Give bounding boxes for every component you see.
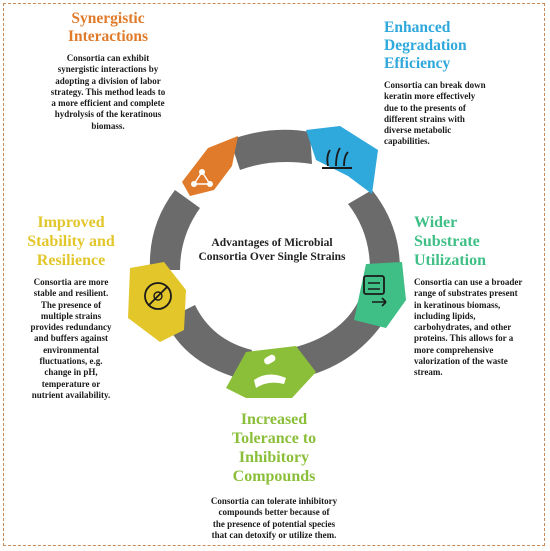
stability-body-line: and buffers against [33, 333, 108, 344]
substrate-body-line: valorization of the waste [414, 356, 508, 367]
section-stability: Improved Stability and Resilience Consor… [12, 213, 130, 401]
stability-title-line: Improved [37, 214, 105, 231]
substrate-body-line: stream. [414, 367, 443, 378]
tolerance-title-line: Increased [240, 411, 308, 428]
stability-body-line: fluctuations, e.g. [39, 356, 103, 367]
substrate-title-line: Wider [414, 214, 458, 231]
tolerance-body-line: compounds better because of [218, 507, 330, 518]
stability-title: Improved Stability and Resilience [12, 213, 130, 270]
substrate-body-line: in keratinous biomass, [414, 299, 501, 310]
degradation-body-line: keratin more effectively [384, 91, 476, 102]
tolerance-title-line: Tolerance to [231, 430, 317, 447]
degradation-body-line: diverse metabolic [384, 125, 452, 136]
section-synergy: Synergistic Interactions Consortia can e… [22, 10, 194, 132]
degradation-title: Enhanced Degradation Efficiency [384, 19, 534, 73]
substrate-body-line: Consortia can use a broader [414, 277, 523, 287]
ring-segment-right [348, 190, 400, 270]
degradation-title-line: Enhanced [384, 19, 451, 36]
stability-body: Consortia are more stable and resilient.… [12, 277, 130, 401]
tolerance-body-line: that can detoxify or utilize them. [211, 529, 337, 540]
arrow-synergy [182, 136, 238, 196]
synergy-body-line: Consortia can exhibit [66, 53, 150, 63]
stability-body-line: provides redundancy [30, 322, 112, 333]
ring-segment-bottom-left [165, 305, 252, 380]
stability-body-line: stable and resilient. [33, 288, 109, 299]
center-title: Advantages of Microbial Consortia Over S… [198, 237, 346, 263]
degradation-body: Consortia can break down keratin more ef… [384, 80, 534, 148]
stability-body-line: Consortia are more [33, 277, 109, 287]
degradation-body-line: capabilities. [384, 136, 430, 147]
substrate-body-line: carbohydrates, and other [414, 322, 512, 333]
tolerance-title-line: Inhibitory [238, 449, 310, 466]
section-tolerance: Increased Tolerance to Inhibitory Compou… [184, 410, 364, 541]
tolerance-body: Consortia can tolerate inhibitory compou… [184, 496, 364, 541]
stability-body-line: multiple strains [40, 310, 102, 321]
section-degradation: Enhanced Degradation Efficiency Consorti… [384, 19, 534, 148]
dashed-border [3, 3, 545, 546]
arrow-stability [128, 262, 186, 342]
stability-body-line: change in pH, [44, 367, 98, 378]
section-substrate: Wider Substrate Utilization Consortia ca… [414, 213, 544, 379]
tolerance-title-line: Compounds [232, 468, 316, 485]
substrate-title-line: Substrate [414, 233, 480, 250]
substrate-body-line: more comprehensive [414, 344, 494, 355]
substrate-title-line: Utilization [414, 252, 486, 269]
stability-body-line: temperature or [41, 378, 101, 389]
tolerance-body-line: Consortia can tolerate inhibitory [210, 496, 338, 506]
synergy-body-line: biomass. [91, 120, 125, 131]
synergy-title-line: Interactions [67, 28, 149, 45]
synergy-title-line: Synergistic [71, 10, 145, 27]
substrate-title: Wider Substrate Utilization [414, 213, 544, 270]
substrate-body-line: proteins. This allows for a [414, 333, 514, 344]
arrow-substrate [354, 262, 406, 328]
arrow-degradation [306, 126, 378, 194]
ring-segment-left [149, 190, 200, 270]
synergy-body: Consortia can exhibit synergistic intera… [22, 53, 194, 132]
degradation-title-line: Degradation [384, 37, 467, 54]
tolerance-title: Increased Tolerance to Inhibitory Compou… [184, 410, 364, 486]
degradation-title-line: Efficiency [384, 55, 451, 72]
substrate-body: Consortia can use a broader range of sub… [414, 277, 544, 379]
synergy-body-line: adopting a division of labor [55, 75, 161, 86]
substrate-body-line: including lipids, [414, 310, 476, 321]
degradation-body-line: different strains with [384, 113, 465, 124]
stability-body-line: nutrient availability. [31, 389, 111, 400]
synergy-body-line: a more efficient and complete [51, 98, 165, 109]
stability-title-line: Resilience [36, 252, 106, 269]
degradation-body-line: Consortia can break down [384, 80, 486, 90]
stability-title-line: Stability and [27, 233, 115, 250]
synergy-body-line: hydrolysis of the keratinous [54, 109, 162, 120]
stability-body-line: The presence of [40, 299, 102, 310]
ring-segment-top [230, 129, 312, 170]
synergy-body-line: strategy. This method leads to [50, 86, 166, 97]
synergy-body-line: synergistic interactions by [57, 64, 159, 75]
arrow-tolerance [226, 346, 316, 398]
stability-body-line: environmental [43, 344, 99, 355]
degradation-body-line: due to the presents of [384, 102, 466, 113]
synergy-title: Synergistic Interactions [22, 10, 194, 46]
substrate-body-line: range of substrates present [414, 288, 518, 299]
tolerance-body-line: the presence of potential species [212, 518, 336, 529]
